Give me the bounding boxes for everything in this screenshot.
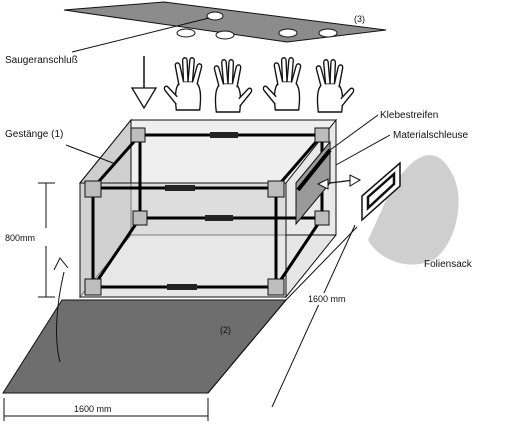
floor-part-number: (2) — [220, 325, 231, 335]
lower-lid-arrow-icon — [130, 56, 158, 110]
material-lock-door-frame — [366, 171, 396, 211]
glove-port-front-4 — [318, 28, 338, 38]
box-front-panel — [79, 182, 287, 298]
material-lock-label: Materialschleuse — [393, 130, 468, 141]
rod-sleeves — [165, 132, 238, 290]
adhesive-strip-label: Klebestreifen — [380, 110, 438, 121]
glove-port-front-2 — [215, 30, 235, 40]
lid-plate — [63, 1, 387, 43]
foil-bag — [368, 155, 459, 265]
suction-port-label: Saugeranschluß — [5, 55, 78, 66]
height-dimension-label: 800mm — [5, 233, 35, 243]
frame-joints — [84, 127, 330, 296]
glove-hand-icon-4 — [315, 54, 355, 113]
glove-hand-icon-2 — [213, 54, 253, 113]
glove-hand-icon-1 — [163, 52, 203, 111]
lid-part-number: (3) — [354, 14, 365, 24]
fold-up-arrowhead — [53, 257, 69, 271]
depth-dimension-gap — [306, 293, 356, 305]
material-lock-leader — [335, 134, 391, 166]
floor-sheet-edge — [285, 226, 358, 301]
suction-port-leader — [71, 17, 210, 53]
width-dimension-label: 1600 mm — [74, 404, 112, 414]
height-dimension — [38, 182, 55, 298]
adhesive-strip-band — [296, 148, 332, 192]
fold-up-arrow-icon — [56, 271, 65, 363]
glove-hand-icon-3 — [262, 52, 302, 111]
floor-sheet — [2, 299, 288, 394]
frame-leader — [65, 144, 114, 164]
floor-sheet-edge-front — [207, 299, 287, 394]
depth-dimension-label: 1600 mm — [308, 294, 346, 304]
glove-port-front-3 — [278, 28, 298, 38]
glove-port-rear-left — [206, 11, 224, 21]
depth-dimension-line — [271, 224, 356, 408]
foil-bag-label: Foliensack — [424, 259, 473, 270]
width-dimension — [3, 398, 209, 421]
transfer-arrow-icon — [316, 174, 362, 190]
adhesive-strip-leader — [329, 114, 379, 151]
frame-label: Gestänge (1) — [5, 129, 63, 140]
glove-port-front-1 — [176, 28, 196, 38]
